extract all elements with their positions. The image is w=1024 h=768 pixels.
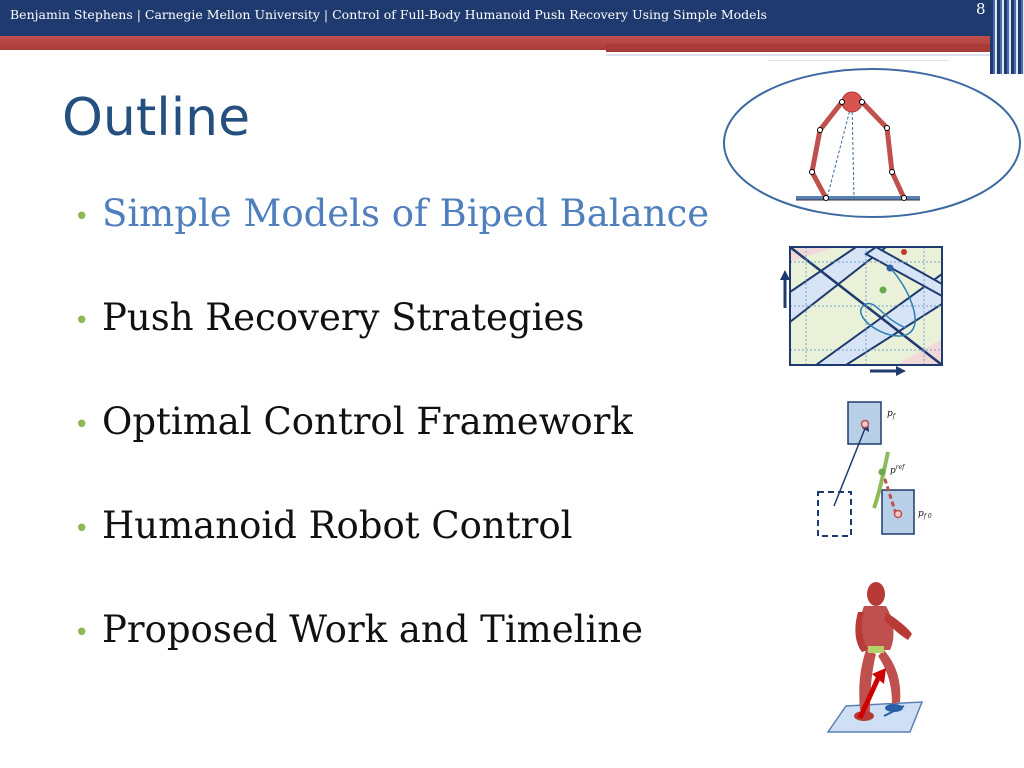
outline-item-label: Optimal Control Framework — [102, 400, 633, 443]
biped-model-figure — [723, 68, 1021, 218]
dashed-line — [826, 101, 853, 199]
header-text: Benjamin Stephens | Carnegie Mellon Univ… — [10, 7, 767, 22]
pf-label: pf — [887, 409, 897, 420]
robot-left-arm — [855, 612, 868, 652]
outline-list: • Simple Models of Biped Balance • Push Re… — [74, 192, 709, 712]
humanoid-robot-figure — [826, 582, 924, 733]
trajectory-curve — [860, 267, 916, 337]
green-trajectory — [872, 451, 890, 509]
right-leg — [860, 100, 907, 200]
outline-item: • Optimal Control Framework — [74, 400, 709, 504]
robot-pelvis — [868, 646, 884, 653]
robot-right-leg — [878, 650, 901, 704]
bullet-dot-icon: • — [74, 514, 90, 544]
outline-item-label: Push Recovery Strategies — [102, 296, 585, 339]
dashed-line — [851, 101, 855, 199]
header-accent-line — [606, 54, 1000, 56]
outline-item: • Push Recovery Strategies — [74, 296, 709, 400]
header-band — [0, 0, 1024, 36]
outline-item: • Simple Models of Biped Balance — [74, 192, 709, 296]
bullet-dot-icon: • — [74, 202, 90, 232]
previous-foot — [817, 491, 852, 537]
stability-region-figure — [780, 246, 943, 376]
header-red-accent — [606, 44, 1000, 52]
header-corner-stripes — [990, 0, 1024, 74]
force-arrow — [857, 672, 883, 720]
outline-item: • Proposed Work and Timeline — [74, 608, 709, 712]
header-accent-line-2 — [768, 60, 948, 61]
footstep-figure: pf pref pf 0 — [817, 401, 932, 537]
highlight-ellipse — [723, 68, 1021, 218]
page-number: 8 — [976, 0, 986, 18]
ground-plane — [826, 701, 924, 733]
pref-label: pref — [890, 464, 906, 476]
step-arrow — [833, 425, 867, 507]
outline-item-label: Simple Models of Biped Balance — [102, 192, 710, 235]
slide-title: Outline — [62, 88, 251, 148]
pf0-label: pf 0 — [918, 509, 932, 520]
bullet-dot-icon: • — [74, 306, 90, 336]
plot-border — [789, 246, 943, 366]
outline-item-label: Proposed Work and Timeline — [102, 608, 644, 651]
left-leg — [809, 100, 844, 200]
bullet-dot-icon: • — [74, 618, 90, 648]
robot-left-leg — [859, 650, 876, 712]
robot-right-arm — [884, 612, 912, 640]
robot-head — [867, 582, 885, 606]
outline-item: • Humanoid Robot Control — [74, 504, 709, 608]
cop-arrow — [883, 705, 905, 717]
outline-item-label: Humanoid Robot Control — [102, 504, 573, 547]
bullet-dot-icon: • — [74, 410, 90, 440]
